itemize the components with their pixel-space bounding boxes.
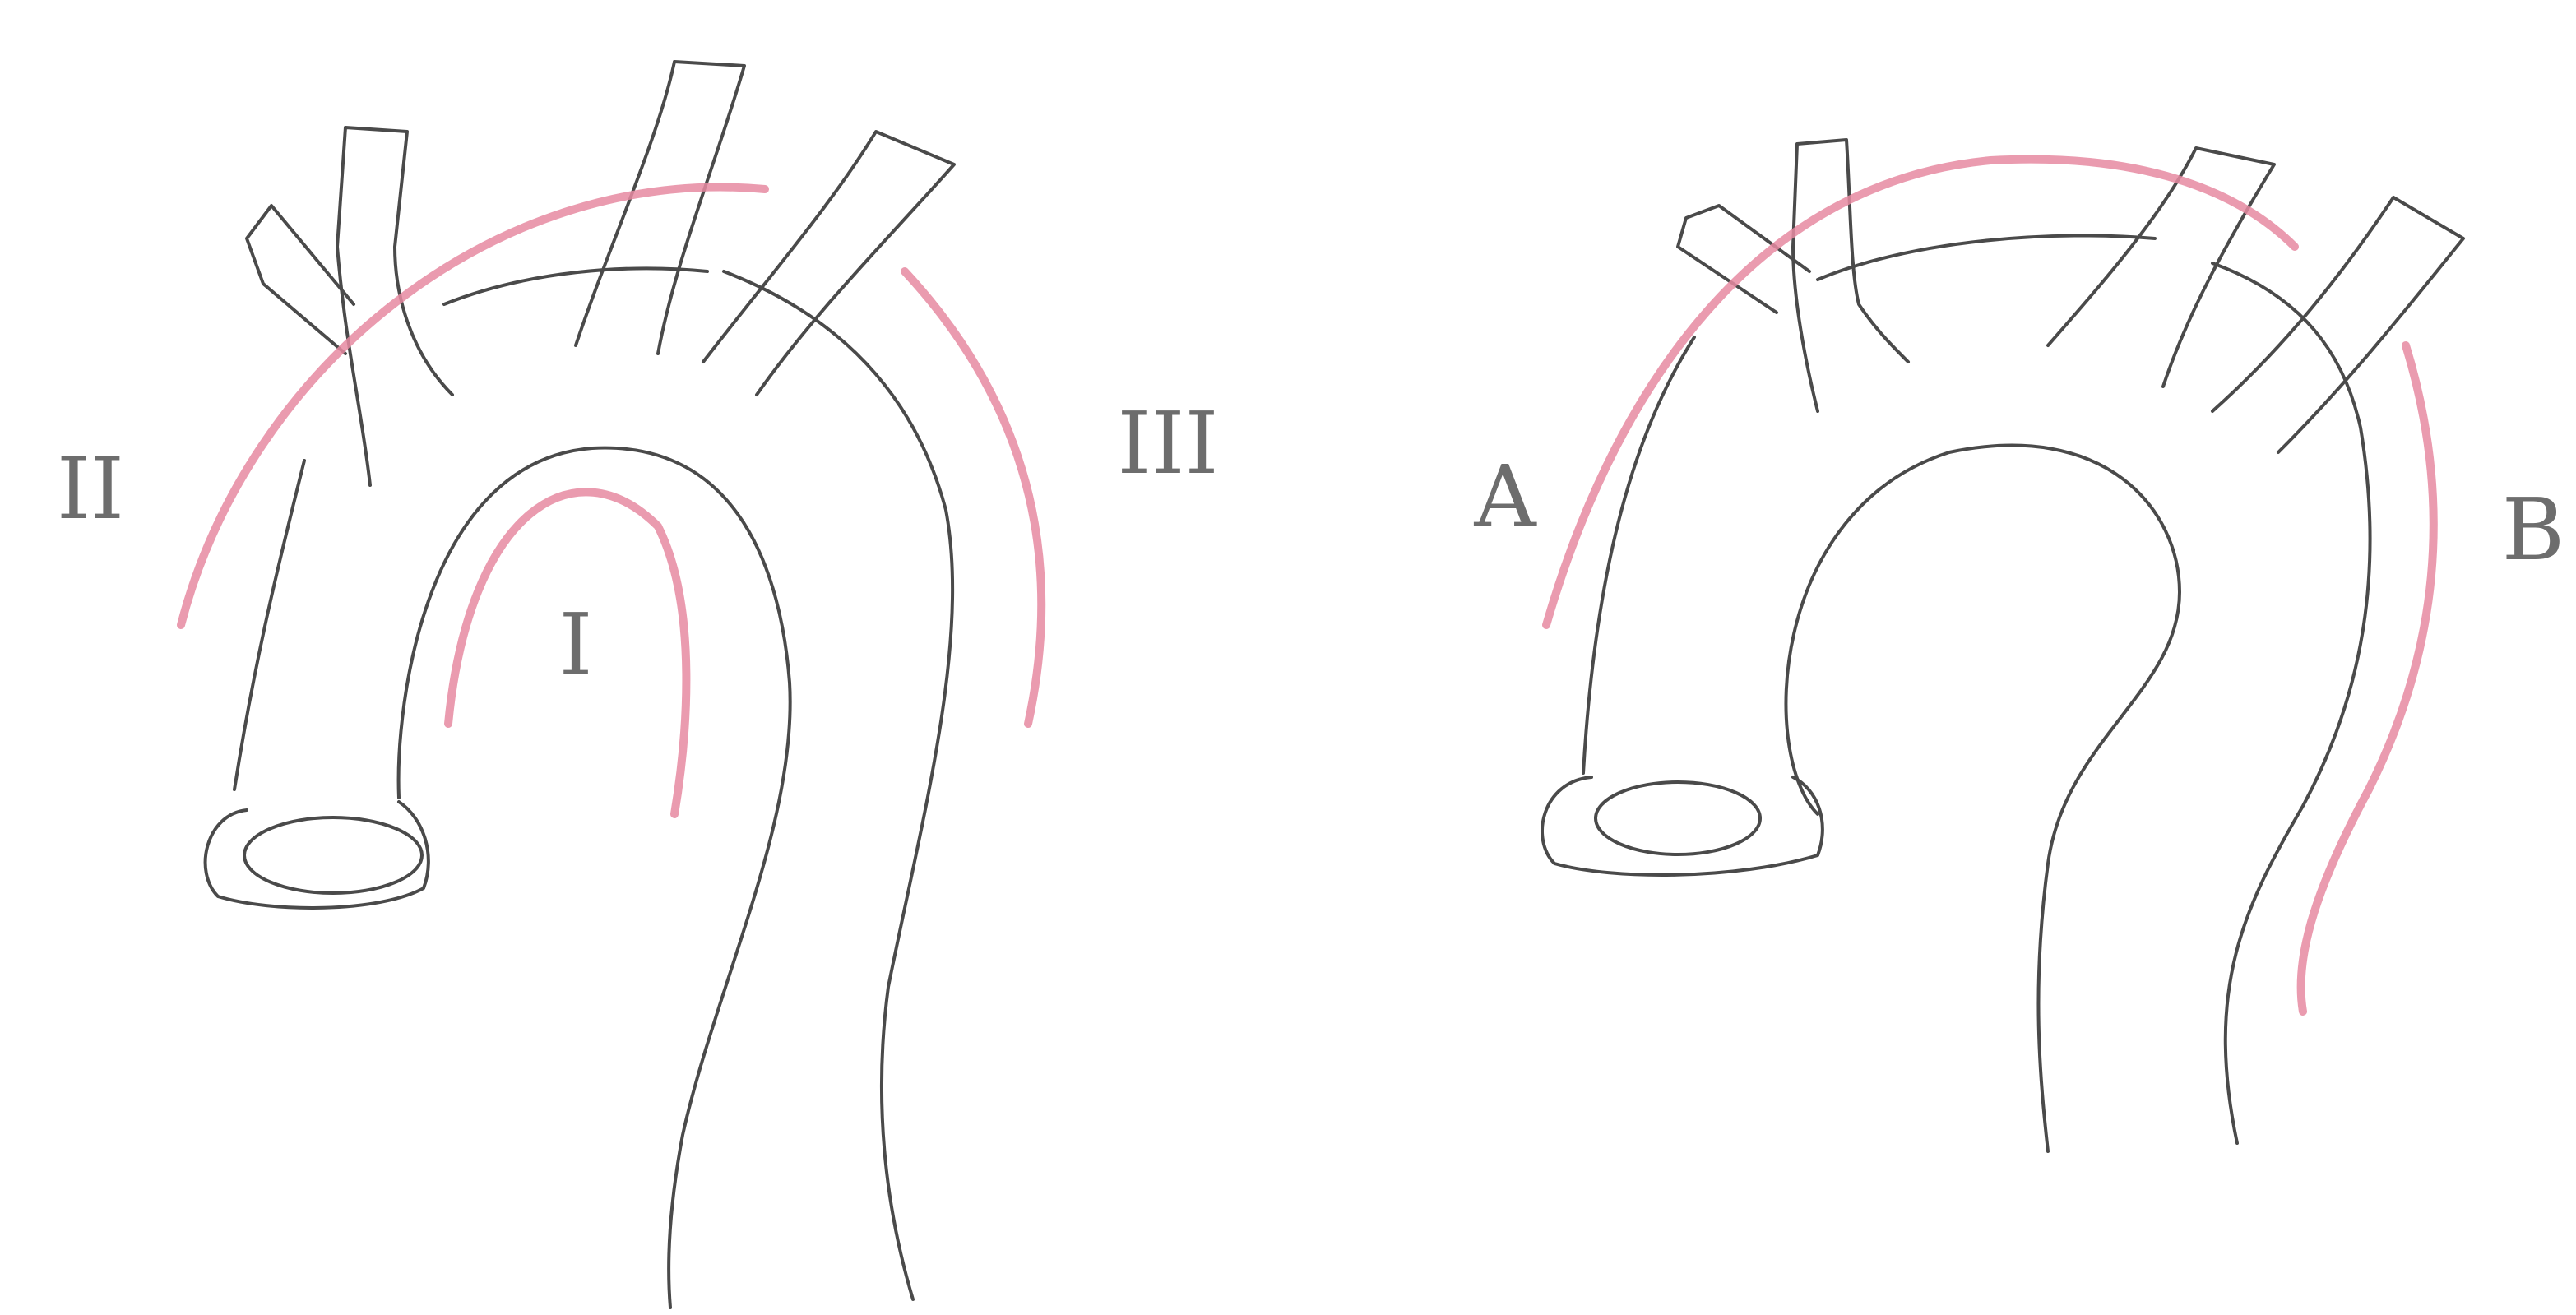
right-aortic-valve-ellipse xyxy=(1596,782,1760,854)
label-type-b: B xyxy=(2502,479,2564,580)
left-common-carotid xyxy=(576,62,744,354)
right-common-carotid xyxy=(2048,148,2274,387)
left-aortic-valve-ellipse xyxy=(244,817,422,893)
label-type-ii: II xyxy=(57,438,124,539)
label-type-iii: III xyxy=(1117,393,1218,493)
left-arch-inner-wall xyxy=(399,448,790,1308)
label-type-a: A xyxy=(1473,447,1537,547)
right-dissection-extent-type-a xyxy=(1546,160,2295,625)
left-dissection-extent-type-3 xyxy=(905,271,1041,724)
right-arch-inner-wall xyxy=(1786,446,2180,1151)
right-aortic-arch xyxy=(1542,140,2463,1151)
right-right-subclavian-branch xyxy=(1678,206,1809,313)
left-dissection-extent-type-2 xyxy=(181,188,765,625)
right-aortic-root-ring xyxy=(1542,777,1823,875)
label-type-i: I xyxy=(558,595,592,695)
right-dissection-extent-type-b xyxy=(2301,345,2434,1012)
left-subclavian xyxy=(703,132,954,395)
left-arch-outer-wall xyxy=(234,268,952,1299)
